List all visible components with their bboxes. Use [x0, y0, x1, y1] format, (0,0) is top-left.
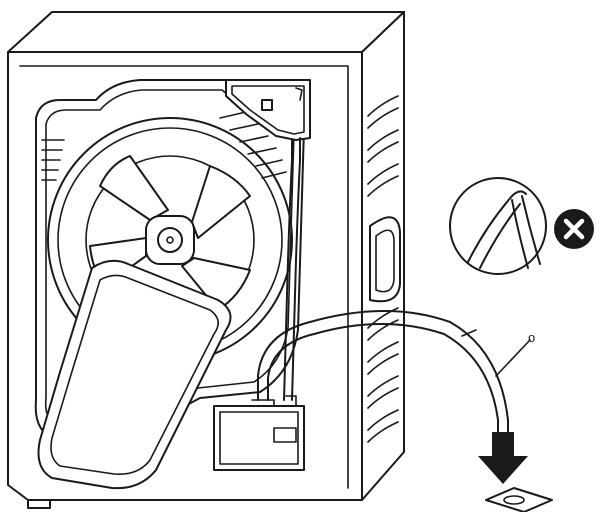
kinked-hose-a [467, 190, 527, 263]
drain-hose [257, 310, 509, 453]
side-vents [367, 95, 401, 443]
kinked-hose-inset [449, 177, 594, 275]
callout-leader [495, 339, 531, 377]
floor-drain [485, 487, 553, 512]
hose-callout-label: o [528, 330, 535, 345]
spoke-1 [99, 155, 169, 221]
cabinet-foot [27, 499, 51, 509]
rear-grille-right [219, 111, 287, 179]
inset-circle [449, 177, 547, 275]
hose-outer [257, 310, 509, 453]
fan-cover [37, 259, 232, 490]
floor-drain-plate [485, 487, 553, 512]
internal-tube-a [291, 137, 301, 401]
internal-tube-b [283, 139, 293, 401]
condensate-tank [225, 79, 311, 141]
top-panel [7, 11, 405, 53]
side-handle-recess [369, 216, 401, 303]
spoke-2 [191, 165, 251, 239]
pump-label-plate [273, 427, 297, 443]
down-arrow-icon [478, 432, 528, 484]
side-panel [361, 11, 405, 501]
rear-grille-left [41, 139, 65, 181]
tank-outlet [261, 99, 273, 111]
back-panel-inner-edge [19, 65, 349, 489]
drum-hub [145, 215, 195, 265]
hose-inner [267, 323, 499, 453]
drain-pump-box [213, 395, 305, 471]
